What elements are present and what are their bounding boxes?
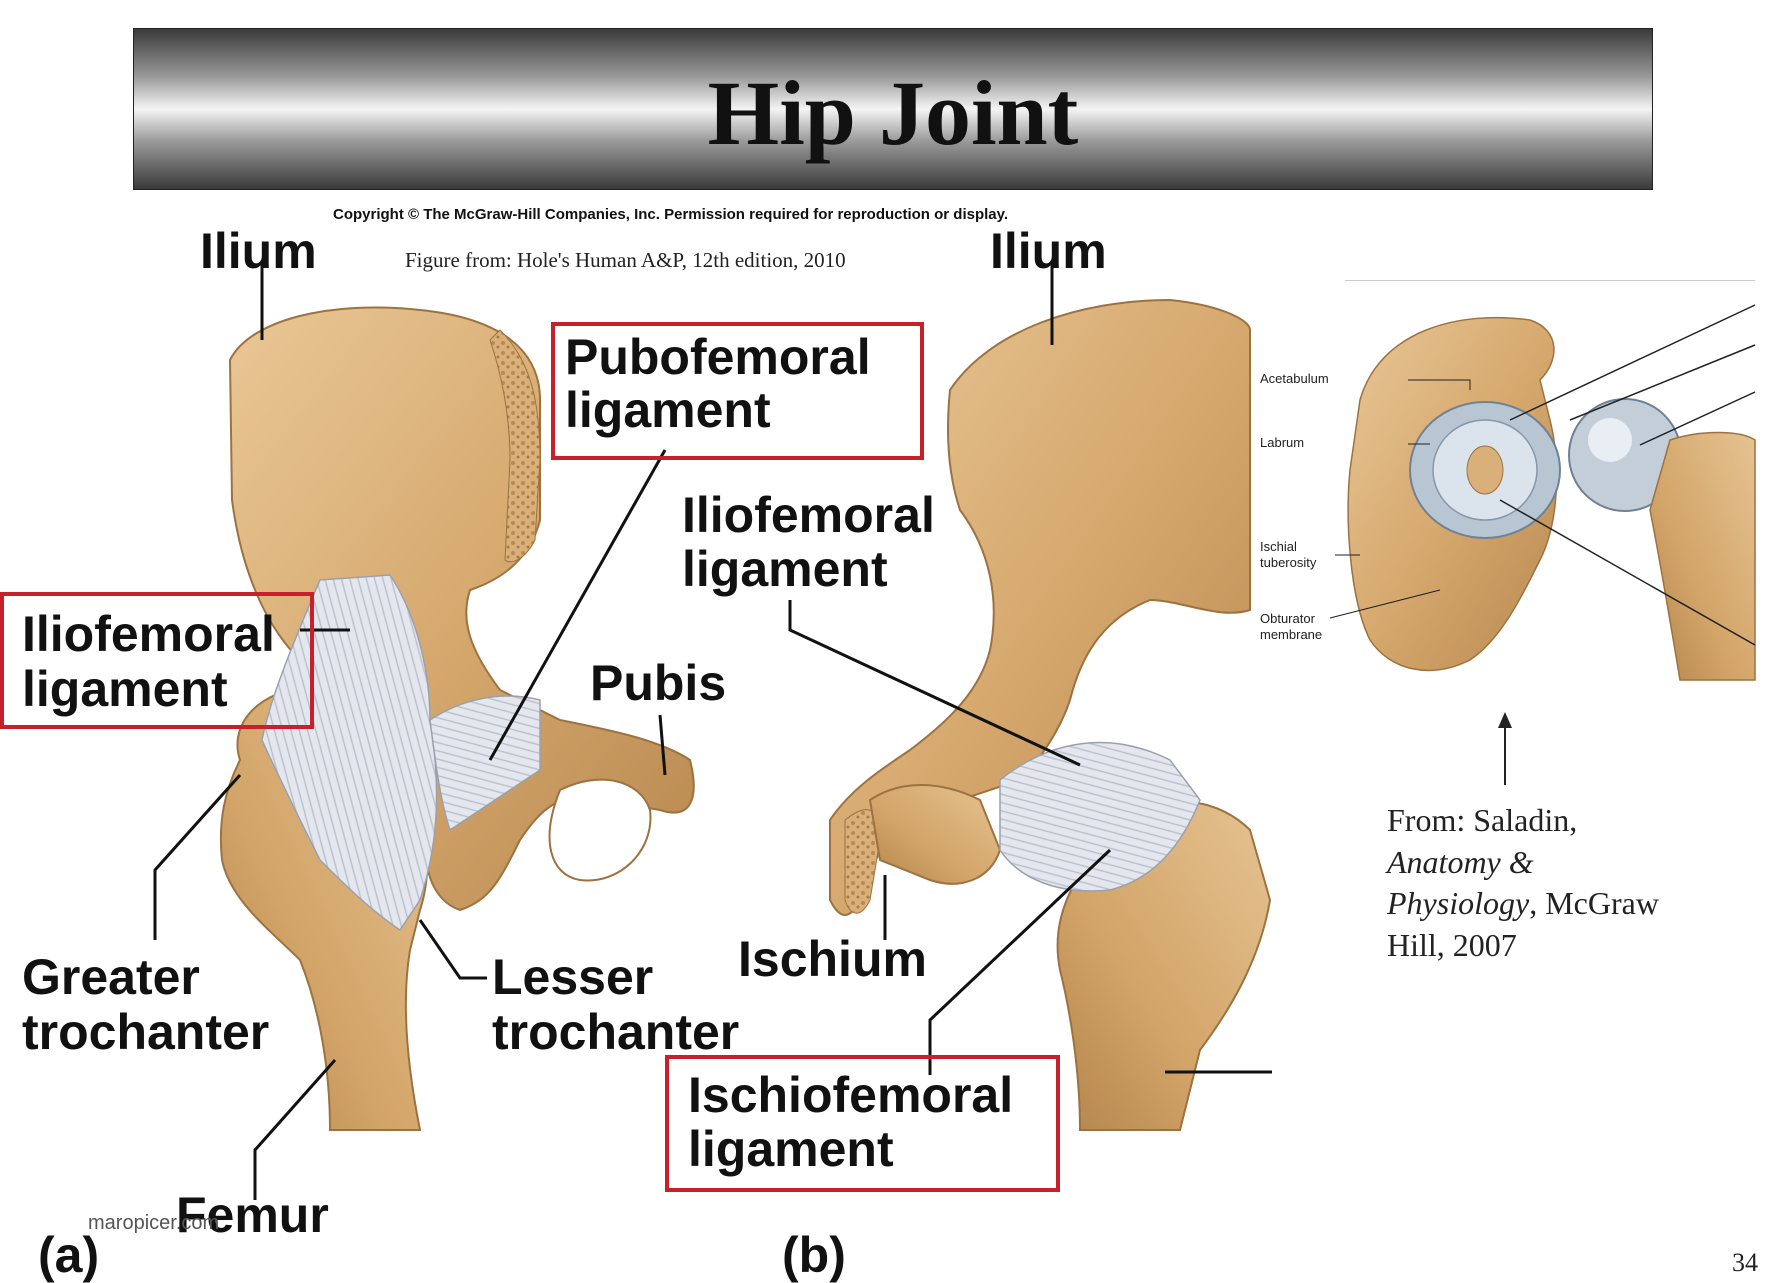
label-ilium-b: Ilium [990, 223, 1107, 279]
leader-lines-a [153, 262, 667, 1200]
inset-label-obturator-line1: Obturator [1260, 611, 1315, 626]
label-iliofemoral-b-line1: Iliofemoral [682, 487, 935, 543]
source-line1: From: Saladin, [1387, 802, 1578, 838]
label-ilium-a: Ilium [200, 223, 317, 279]
source-citation: From: Saladin, Anatomy & Physiology, McG… [1387, 800, 1659, 966]
panel-a-illustration [219, 306, 695, 1131]
iliofemoral-ligament-a [261, 574, 438, 932]
copyright-notice: Copyright © The McGraw-Hill Companies, I… [333, 206, 1009, 223]
source-line3b: , McGraw [1529, 885, 1659, 922]
highlight-box-iliofemoral-a [0, 592, 314, 729]
label-iliofemoral-a-line2: ligament [22, 661, 228, 717]
label-pubis: Pubis [590, 655, 727, 711]
label-lesser-trochanter-line2: trochanter [492, 1004, 740, 1060]
label-femur: Femur [176, 1187, 329, 1243]
inset-label-obturator-line2: membrane [1260, 627, 1323, 642]
label-ischium: Ischium [738, 931, 927, 987]
figure-citation: Figure from: Hole's Human A&P, 12th edit… [405, 248, 846, 272]
label-ischiofemoral-line1: Ischiofemoral [688, 1067, 1014, 1123]
title-bar: Hip Joint [133, 28, 1653, 190]
label-iliofemoral-b-line2: ligament [682, 541, 888, 597]
inset-illustration [1329, 280, 1756, 785]
source-line2: Anatomy & [1387, 843, 1534, 880]
panel-label-a: (a) [38, 1227, 100, 1283]
panel-label-b: (b) [782, 1227, 846, 1283]
inset-label-ischial-line1: Ischial [1260, 539, 1297, 554]
page-number: 34 [1732, 1248, 1758, 1277]
inset-label-ischial-line2: tuberosity [1260, 555, 1317, 570]
source-line4: Hill, 2007 [1387, 926, 1517, 963]
highlight-box-pubofemoral [551, 322, 924, 460]
pubofemoral-ligament-a [429, 695, 541, 832]
label-greater-trochanter-line1: Greater [22, 949, 200, 1005]
source-line3: Physiology [1387, 885, 1530, 922]
highlight-box-ischiofemoral [665, 1055, 1060, 1192]
inset-label-labrum: Labrum [1260, 435, 1305, 450]
watermark: maropicer.com [88, 1212, 220, 1234]
label-pubofemoral-line2: ligament [565, 382, 771, 438]
label-ischiofemoral-line2: ligament [688, 1121, 894, 1177]
label-greater-trochanter-line2: trochanter [22, 1004, 270, 1060]
page-title: Hip Joint [707, 62, 1079, 164]
inset-label-acetabulum: Acetabulum [1260, 371, 1329, 386]
label-pubofemoral-line1: Pubofemoral [565, 329, 871, 385]
panel-b-illustration [829, 298, 1272, 1131]
ischiofemoral-ligament-b [999, 741, 1201, 892]
obturator-foramen-a [548, 778, 652, 882]
label-iliofemoral-a-line1: Iliofemoral [22, 606, 275, 662]
label-lesser-trochanter-line1: Lesser [492, 949, 654, 1005]
